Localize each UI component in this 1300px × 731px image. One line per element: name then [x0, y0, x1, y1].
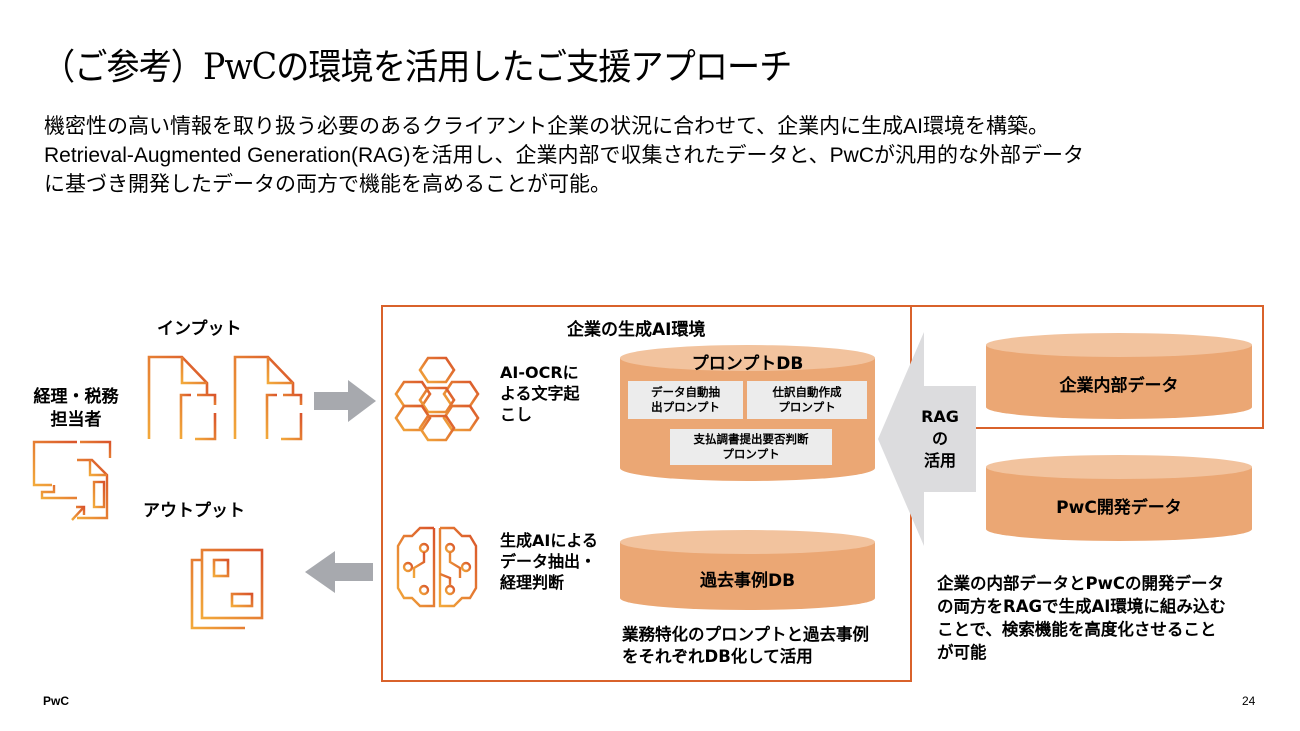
pwc-data-label: PwC開発データ — [1056, 498, 1182, 518]
prompt-item: 支払調書提出要否判断プロンプト — [670, 429, 832, 465]
footer-brand: PwC — [43, 694, 70, 708]
lead-line-1: 機密性の高い情報を取り扱う必要のあるクライアント企業の状況に合わせて、企業内に生… — [44, 115, 1049, 138]
input-label: インプット — [157, 319, 242, 339]
prompt-item: データ自動抽出プロンプト — [628, 381, 743, 419]
document-icon — [147, 355, 217, 441]
environment-title: 企業の生成AI環境 — [567, 320, 706, 340]
rag-arrow-label: RAG の 活用 — [921, 407, 959, 470]
ocr-label: AI-OCRに よる文字起 こし — [500, 363, 580, 424]
slide-title: （ご参考）PwCの環境を活用したご支援アプローチ — [42, 47, 792, 88]
rag-note: 企業の内部データとPwCの開発データ の両方をRAGで生成AI環境に組み込む こ… — [937, 574, 1226, 662]
case-db-cylinder: 過去事例DB — [620, 530, 875, 610]
arrow-right-icon — [314, 380, 376, 422]
pwc-data-cylinder: PwC開発データ — [986, 455, 1252, 541]
computer-document-icon — [32, 440, 112, 521]
ai-brain-icon — [396, 526, 478, 608]
prompt-db-title: プロンプトDB — [691, 354, 804, 374]
arrow-left-icon — [305, 551, 373, 593]
lead-line-2: Retrieval-Augmented Generation(RAG)を活用し、… — [44, 144, 1084, 167]
output-label: アウトプット — [143, 501, 245, 521]
ai-ocr-hexagon-icon — [394, 356, 480, 442]
genai-label: 生成AIによる データ抽出・ 経理判断 — [500, 531, 598, 592]
case-db-title: 過去事例DB — [699, 571, 796, 591]
internal-data-frame — [911, 305, 1264, 429]
lead-line-3: に基づき開発したデータの両方で機能を高めることが可能。 — [44, 173, 611, 196]
report-document-icon — [190, 548, 264, 630]
environment-note: 業務特化のプロンプトと過去事例 をそれぞれDB化して活用 — [622, 625, 870, 666]
internal-data-label: 企業内部データ — [1059, 376, 1179, 396]
actor-label: 経理・税務 担当者 — [33, 387, 119, 430]
document-icon — [233, 355, 303, 441]
prompt-db-cylinder: プロンプトDB データ自動抽出プロンプト 仕訳自動作成プロンプト 支払調書提出要… — [620, 345, 875, 481]
internal-data-cylinder: 企業内部データ — [986, 333, 1252, 419]
page-number: 24 — [1242, 694, 1256, 708]
prompt-item: 仕訳自動作成プロンプト — [747, 381, 867, 419]
rag-arrow-icon — [878, 332, 976, 546]
lead-text: 機密性の高い情報を取り扱う必要のあるクライアント企業の状況に合わせて、企業内に生… — [44, 112, 1084, 199]
